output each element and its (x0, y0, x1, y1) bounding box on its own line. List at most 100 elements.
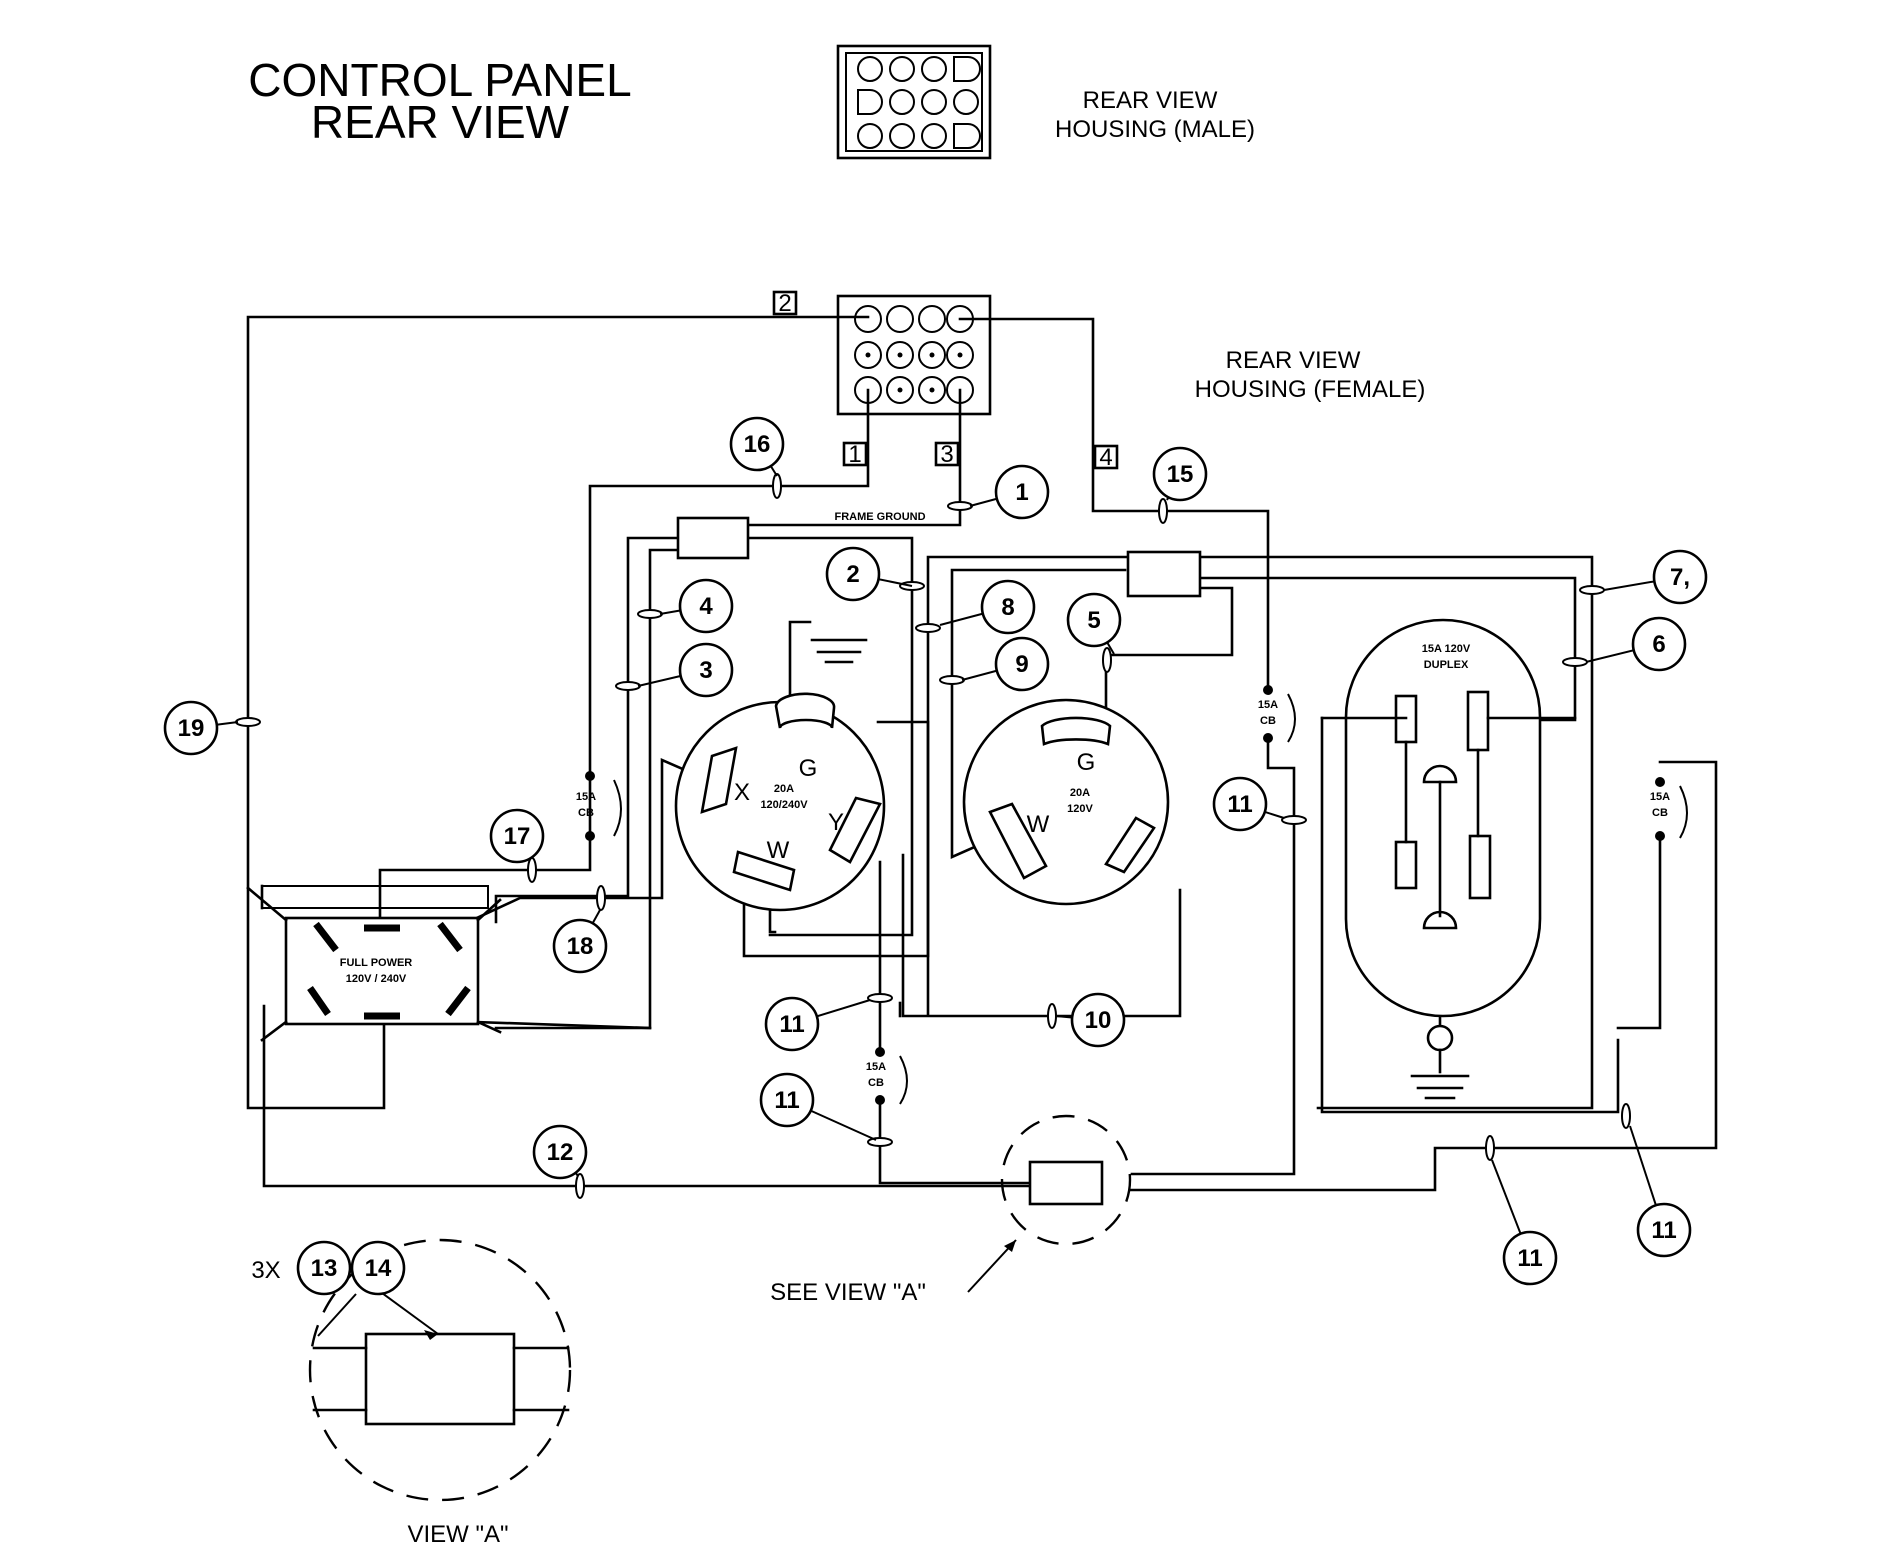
slot-g (774, 692, 836, 729)
callout-3: 3 (678, 642, 734, 698)
svg-text:9: 9 (1015, 651, 1028, 678)
slot-w (732, 850, 796, 892)
svg-text:15A: 15A (866, 1061, 886, 1073)
svg-text:5: 5 (1087, 607, 1100, 634)
callout-11: 11 (1636, 1202, 1692, 1258)
fuse-holder-right (1126, 550, 1202, 598)
callout-14: 14 (350, 1240, 406, 1296)
callout-18: 18 (552, 918, 608, 974)
callout-11: 11 (759, 1072, 815, 1128)
callout-8: 8 (980, 579, 1036, 635)
female-housing-label-2: HOUSING (FEMALE) (1195, 376, 1426, 403)
male-housing-label-1: REAR VIEW (1083, 87, 1218, 114)
svg-text:3: 3 (940, 441, 953, 468)
see-view-label: SEE VIEW "A" (770, 1279, 926, 1306)
svg-text:15A: 15A (1258, 699, 1278, 711)
male-housing-pins (857, 56, 981, 149)
view-a-qty: 3X (251, 1257, 280, 1284)
female-housing-pins (854, 305, 974, 404)
connector-detail (1000, 1114, 1132, 1246)
female-housing (836, 294, 992, 416)
slot-label-y: Y (828, 809, 844, 836)
svg-text:4: 4 (699, 593, 713, 620)
svg-text:4: 4 (1099, 444, 1112, 471)
svg-text:13: 13 (311, 1255, 338, 1282)
slot-label-g: G (799, 755, 818, 782)
receptacle-voltage: 120/240V (760, 799, 808, 811)
pin-tag-1: 1 (842, 441, 868, 468)
receptacle-120v: G W 20A 120V (962, 698, 1170, 906)
breaker-2: 15A CB (1258, 685, 1296, 743)
frame-ground-label: FRAME GROUND (834, 511, 925, 523)
callout-2: 2 (825, 546, 881, 602)
view-a-inset (308, 1238, 572, 1502)
callout-5: 5 (1066, 592, 1122, 648)
svg-text:11: 11 (774, 1087, 799, 1114)
svg-text:11: 11 (1517, 1245, 1542, 1272)
male-housing-label-2: HOUSING (MALE) (1055, 116, 1255, 143)
slot-3-2 (1104, 816, 1156, 874)
svg-text:CB: CB (578, 807, 594, 819)
ground-symbol-receptacle (788, 620, 868, 712)
slot-label-g-2: G (1077, 749, 1096, 776)
callout-10: 10 (1070, 992, 1126, 1048)
male-housing (836, 44, 992, 160)
slot-x (700, 746, 738, 814)
callout-7: 7, (1652, 549, 1708, 605)
svg-text:11: 11 (1651, 1217, 1676, 1244)
receptacle-rating: 20A (774, 783, 794, 795)
duplex-receptacle: 15A 120V DUPLEX (1320, 618, 1577, 1100)
slot-label-x: X (734, 779, 750, 806)
svg-text:2: 2 (846, 561, 859, 588)
slot-w-2 (988, 802, 1048, 880)
slot-g-2 (1040, 716, 1112, 746)
svg-text:15A: 15A (1650, 791, 1670, 803)
svg-text:7,: 7, (1670, 564, 1690, 591)
callout-19: 19 (163, 700, 219, 756)
callout-11: 11 (1212, 776, 1268, 832)
svg-text:12: 12 (547, 1139, 574, 1166)
callout-4: 4 (678, 578, 734, 634)
slot-label-w: W (767, 837, 790, 864)
breaker-4: 15A CB (1650, 777, 1688, 841)
title-line1: CONTROL PANEL (248, 54, 631, 106)
svg-text:10: 10 (1085, 1007, 1112, 1034)
duplex-name: DUPLEX (1424, 659, 1469, 671)
receptacle-120-240v: G X Y W 20A 120/240V (674, 692, 886, 912)
callout-9: 9 (994, 636, 1050, 692)
callout-1: 1 (994, 464, 1050, 520)
female-housing-label-1: REAR VIEW (1226, 347, 1361, 374)
callout-16: 16 (729, 416, 785, 472)
svg-text:11: 11 (1227, 791, 1252, 818)
breaker-1: 15A CB (576, 771, 622, 841)
svg-text:14: 14 (365, 1255, 392, 1282)
callout-12: 12 (532, 1124, 588, 1180)
svg-text:CB: CB (868, 1077, 884, 1089)
svg-text:11: 11 (779, 1011, 804, 1038)
svg-text:15: 15 (1167, 461, 1194, 488)
svg-text:6: 6 (1652, 631, 1665, 658)
callout-17: 17 (489, 808, 545, 864)
duplex-rating: 15A 120V (1422, 643, 1471, 655)
callout-11: 11 (764, 996, 820, 1052)
full-power-label-2: 120V / 240V (346, 973, 407, 985)
svg-text:1: 1 (1015, 479, 1028, 506)
callout-6: 6 (1631, 616, 1687, 672)
svg-text:3: 3 (699, 657, 712, 684)
svg-text:8: 8 (1001, 594, 1014, 621)
slot-y (828, 796, 882, 864)
fuse-holder-left (676, 516, 750, 560)
wires (246, 315, 1718, 1192)
full-power-module: FULL POWER 120V / 240V (246, 884, 502, 1042)
svg-text:2: 2 (778, 290, 791, 317)
svg-text:18: 18 (567, 933, 594, 960)
callout-15: 15 (1152, 446, 1208, 502)
receptacle-120v-rating: 20A (1070, 787, 1090, 799)
svg-text:CB: CB (1652, 807, 1668, 819)
callout-13: 13 (296, 1240, 352, 1296)
title-line2: REAR VIEW (311, 96, 570, 148)
svg-text:1: 1 (848, 441, 861, 468)
pin-tag-4: 4 (1093, 444, 1119, 471)
view-a-label: VIEW "A" (407, 1521, 508, 1548)
